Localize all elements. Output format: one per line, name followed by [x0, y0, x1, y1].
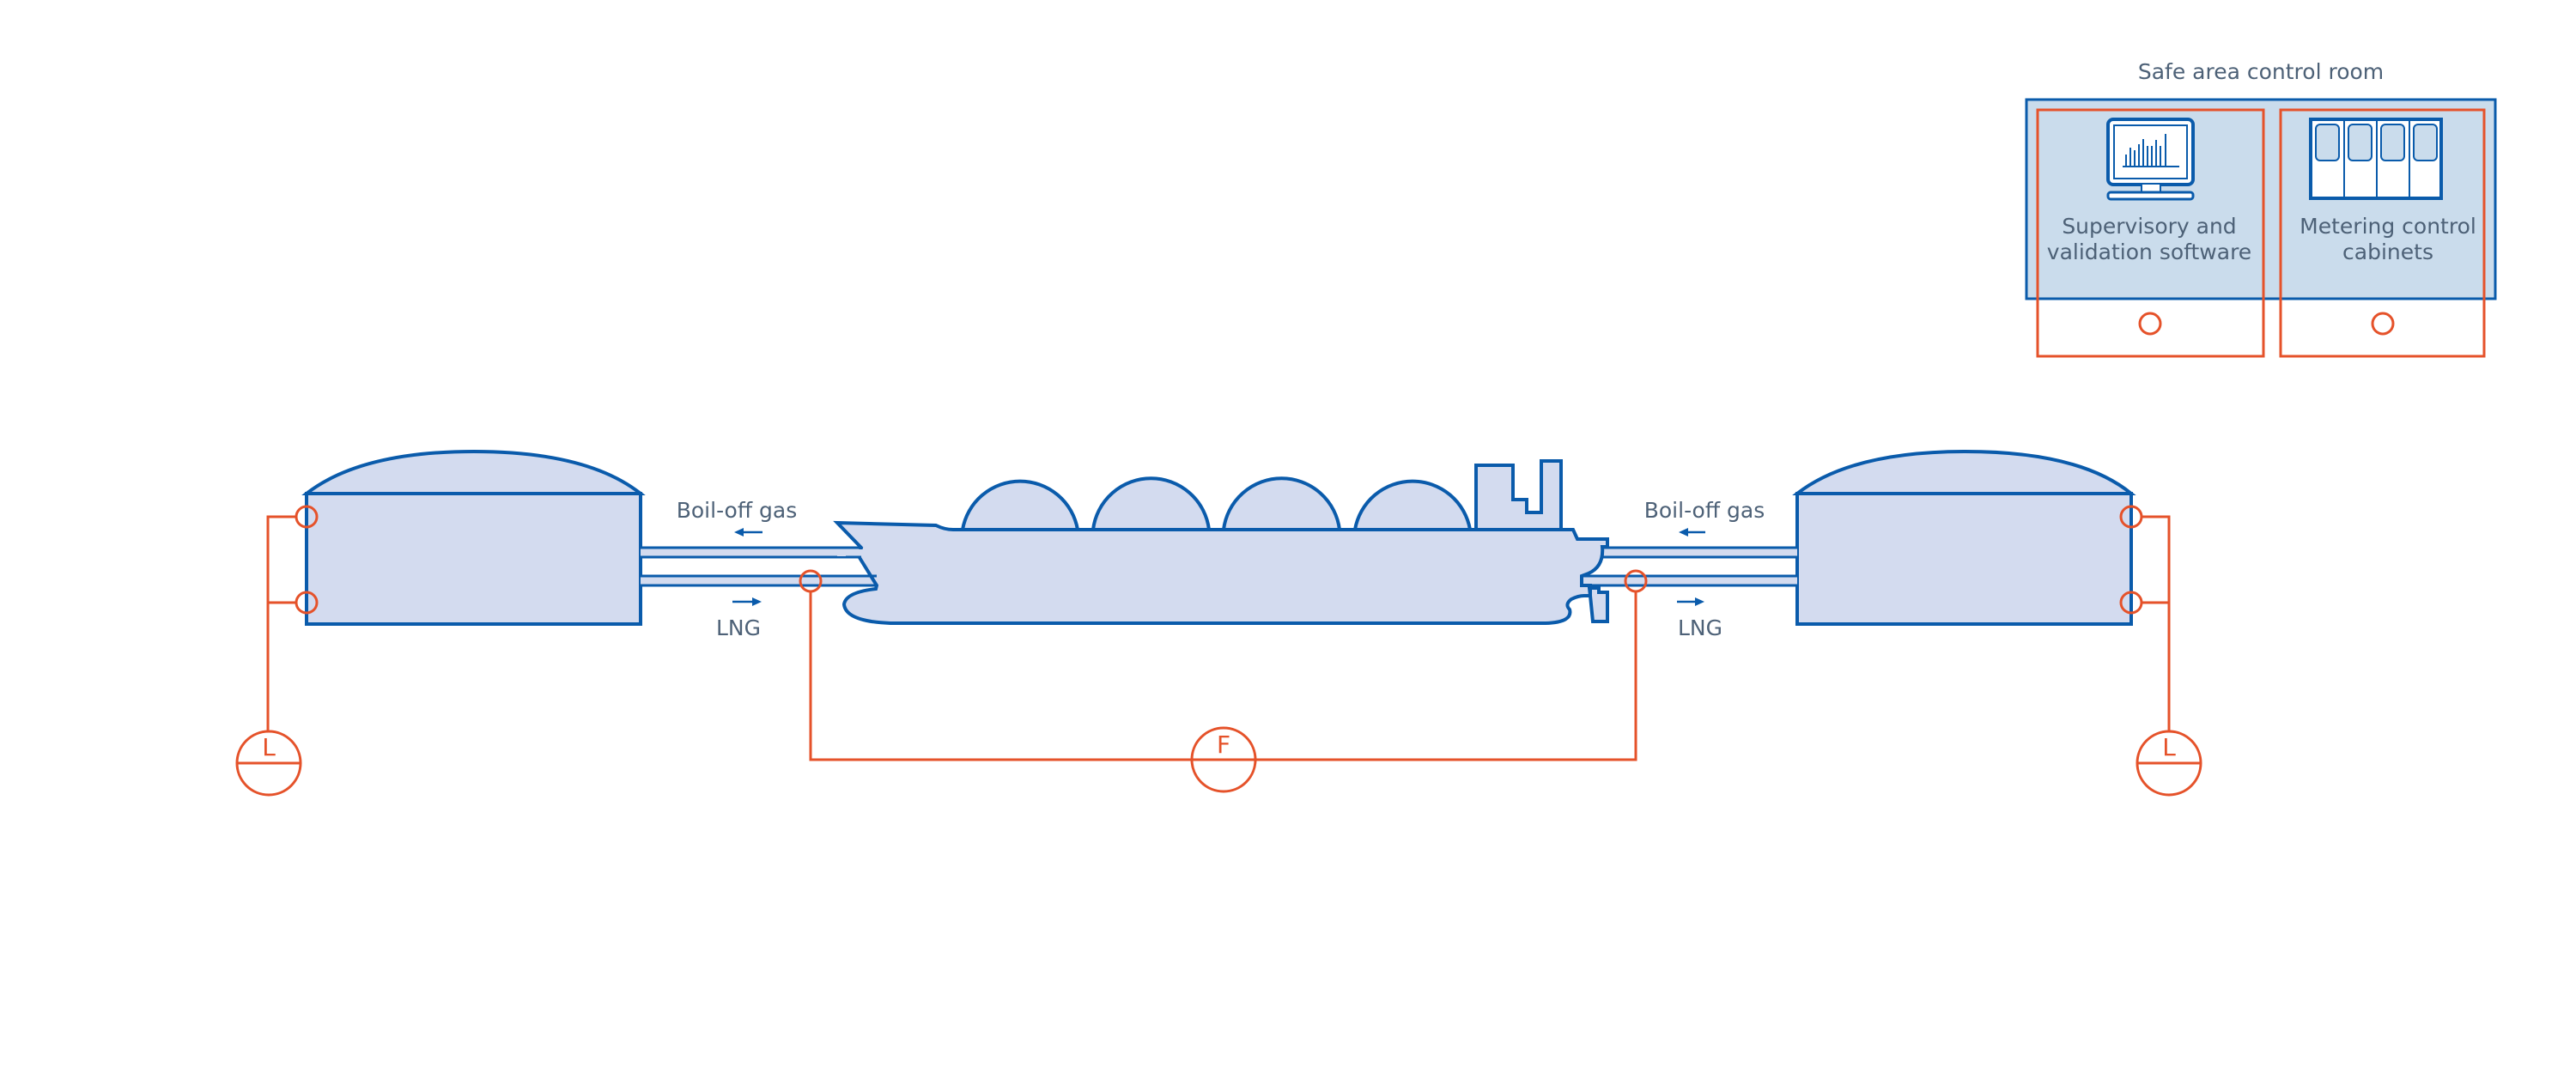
ship-dome-3	[1221, 476, 1342, 531]
right-level-instrument[interactable]: L	[2119, 505, 2202, 797]
left-tank-body	[305, 492, 642, 626]
supervisory-connection-icon	[2138, 312, 2162, 336]
right-transfer-labels: Boil-off gas LNG	[1644, 498, 1765, 640]
left-lng-label: LNG	[716, 615, 761, 640]
metering-label-line1: Metering control	[2300, 214, 2476, 239]
left-transfer-labels: Boil-off gas LNG	[677, 498, 798, 640]
cabinet-icon	[2309, 118, 2443, 200]
metering-red-frame	[2279, 108, 2486, 358]
right-arrow-right-icon	[1677, 597, 1704, 606]
left-boil-off-label: Boil-off gas	[677, 498, 798, 523]
supervisory-software-panel[interactable]: Supervisory and validation software	[2036, 108, 2265, 358]
left-tank-dome	[301, 449, 646, 495]
flow-instrument[interactable]: F	[799, 569, 1648, 793]
ship-dome-2	[1091, 476, 1212, 531]
metering-label-line2: cabinets	[2342, 239, 2433, 264]
ship-superstructure	[1474, 459, 1563, 531]
right-boil-off-label: Boil-off gas	[1644, 498, 1765, 523]
control-room-title: Safe area control room	[2138, 59, 2384, 84]
supervisory-label-line1: Supervisory and	[2062, 214, 2236, 239]
left-pipes	[641, 546, 881, 587]
control-room: Safe area control room	[2025, 59, 2497, 358]
ship-dome-1	[960, 479, 1080, 531]
flow-letter: F	[1217, 730, 1230, 759]
metering-connection-icon	[2371, 312, 2395, 336]
supervisory-red-frame	[2036, 108, 2265, 358]
left-arrow-left-icon	[734, 528, 762, 536]
right-tank-dome	[1792, 449, 2136, 495]
right-lng-label: LNG	[1678, 615, 1722, 640]
right-arrow-left-icon	[1679, 528, 1705, 536]
right-tank-body	[1795, 492, 2133, 626]
metering-cabinets-panel[interactable]: Metering control cabinets	[2279, 108, 2486, 358]
monitor-chart-icon	[2106, 118, 2195, 201]
right-storage-tank[interactable]	[1792, 449, 2136, 626]
left-level-letter: L	[262, 733, 276, 761]
left-storage-tank[interactable]	[301, 449, 646, 626]
ship-hull	[833, 520, 1609, 625]
right-pipes	[1582, 546, 1797, 587]
supervisory-label-line2: validation software	[2047, 239, 2251, 264]
lng-carrier-ship[interactable]	[833, 459, 1609, 625]
left-arrow-right-icon	[732, 597, 762, 606]
left-level-instrument[interactable]: L	[235, 505, 319, 797]
ship-dome-4	[1352, 479, 1473, 531]
right-level-letter: L	[2162, 733, 2176, 761]
